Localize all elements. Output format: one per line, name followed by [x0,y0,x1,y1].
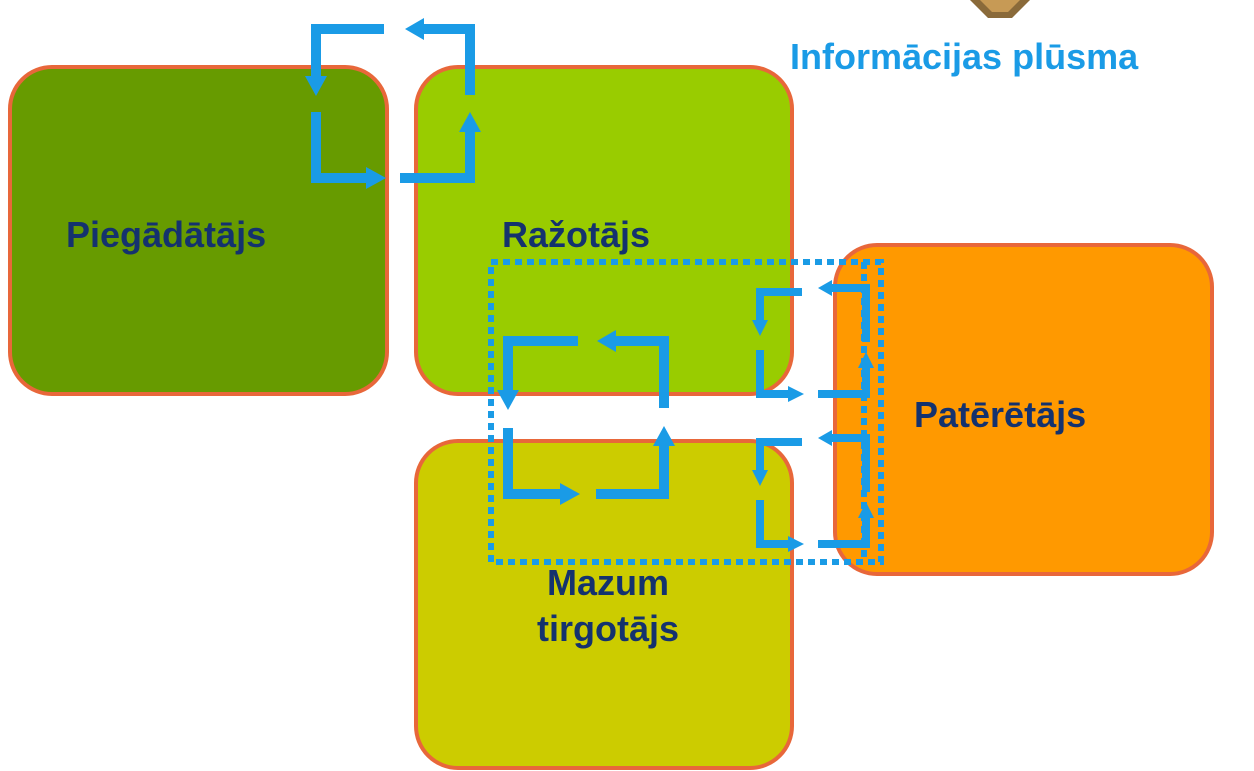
supplier-label: Piegādātājs [66,214,267,255]
diagram-title: Informācijas plūsma [790,36,1139,77]
consumer-label: Patērētājs [914,394,1087,435]
supplier-node [8,65,389,396]
retailer-label: Mazum tirgotājs [536,562,679,649]
flow-arrow-supplier-manufacturer [305,18,481,189]
consumer-node [833,243,1214,576]
flow-arrow-retailer-consumer [752,430,874,552]
dashed-frame [488,259,884,565]
flow-arrow-manufacturer-retailer [497,330,675,505]
flow-arrow-manufacturer-consumer [752,280,874,402]
manufacturer-label: Ražotājs [502,214,651,255]
logo-fragment-icon [970,0,1030,18]
